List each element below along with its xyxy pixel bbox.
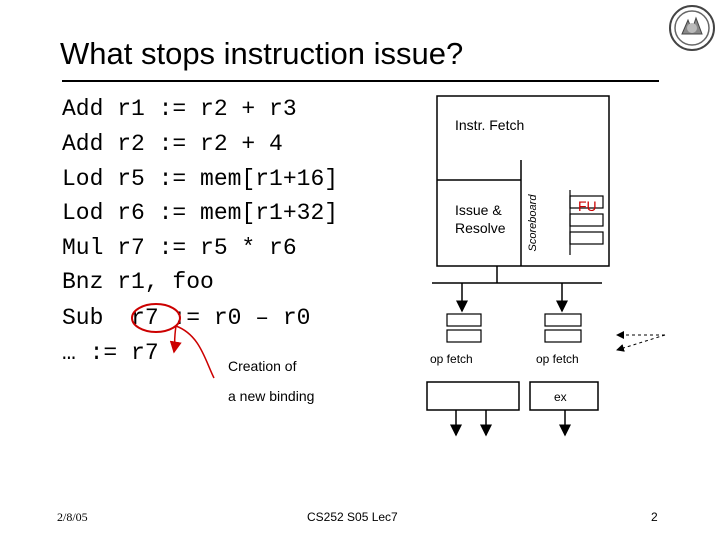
instr-fetch-label: Instr. Fetch bbox=[455, 117, 525, 133]
footer-course: CS252 S05 Lec7 bbox=[307, 510, 398, 524]
footer-page-number: 2 bbox=[651, 510, 658, 524]
fu-register bbox=[569, 213, 604, 227]
code-line: Add r1 := r2 + r3 bbox=[62, 96, 297, 122]
op-fetch-left-label: op fetch bbox=[430, 352, 473, 366]
annotation-line-1: Creation of bbox=[228, 358, 297, 374]
fu-register bbox=[569, 231, 604, 245]
annotation-line-2: a new binding bbox=[228, 388, 315, 404]
reservation-station-right bbox=[544, 313, 582, 327]
reservation-station-right bbox=[544, 329, 582, 343]
binding-arrow bbox=[175, 325, 215, 379]
code-line: Lod r5 := mem[r1+16] bbox=[62, 166, 339, 192]
issue-label: Issue & bbox=[455, 202, 502, 218]
execution-unit-left bbox=[426, 381, 520, 411]
resolve-label: Resolve bbox=[455, 220, 506, 236]
code-line: Lod r6 := mem[r1+32] bbox=[62, 200, 339, 226]
ex-label: ex bbox=[554, 390, 567, 404]
code-line: Mul r7 := r5 * r6 bbox=[62, 235, 297, 261]
code-line: … := r7 bbox=[62, 340, 159, 366]
execution-unit-right bbox=[529, 381, 599, 411]
fetch-issue-box bbox=[436, 95, 610, 267]
highlight-circle bbox=[131, 303, 181, 333]
reservation-station-left bbox=[446, 329, 482, 343]
footer-date: 2/8/05 bbox=[57, 510, 88, 524]
scoreboard-label: Scoreboard bbox=[527, 194, 539, 252]
title-divider bbox=[62, 80, 659, 82]
reservation-station-left bbox=[446, 313, 482, 327]
fu-label: FU bbox=[578, 198, 597, 214]
slide-title: What stops instruction issue? bbox=[60, 36, 464, 71]
code-line: Add r2 := r2 + 4 bbox=[62, 131, 283, 157]
binding-arrow-head bbox=[169, 325, 182, 354]
code-line: Bnz r1, foo bbox=[62, 269, 214, 295]
forward-arrow bbox=[616, 334, 666, 352]
op-fetch-right-label: op fetch bbox=[536, 352, 579, 366]
university-seal-logo bbox=[668, 4, 716, 52]
